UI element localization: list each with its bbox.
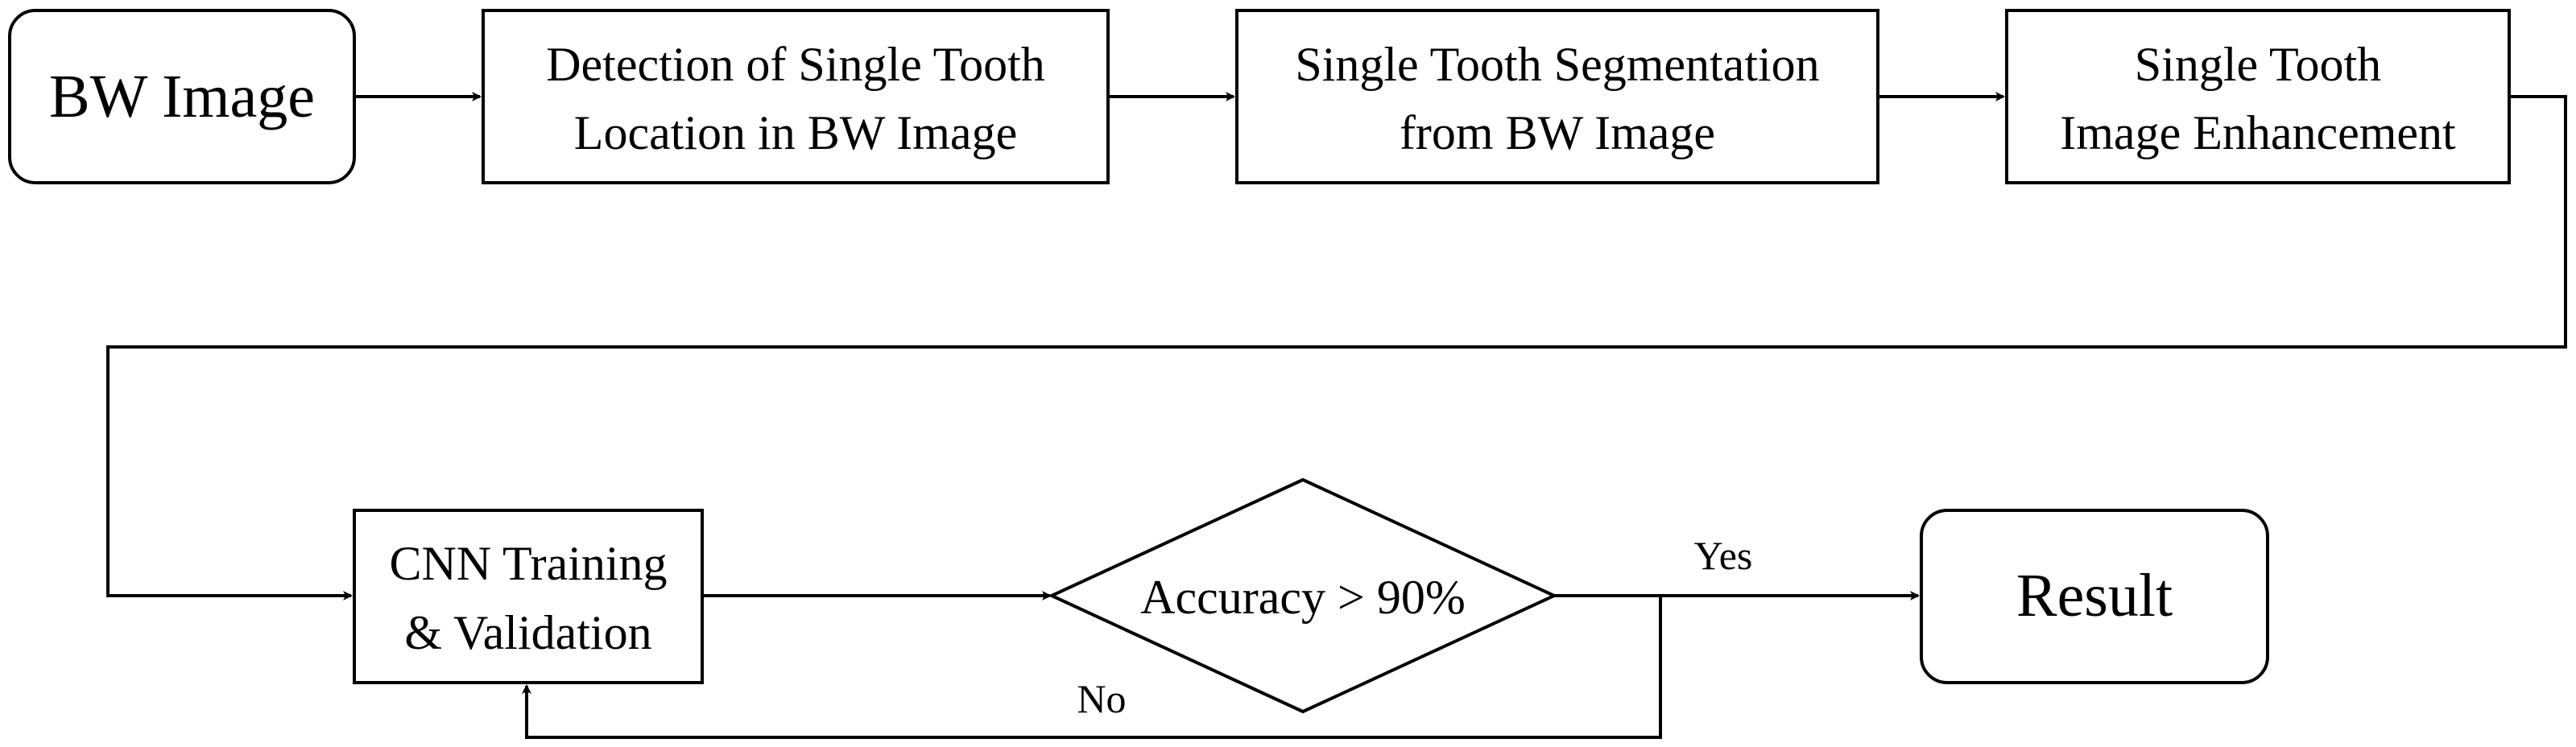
- connector-enhancement-to-cnn: [106, 95, 2567, 600]
- node-result-label: Result: [2016, 562, 2173, 629]
- node-result: Result: [1920, 509, 2269, 684]
- node-segmentation: Single Tooth Segmentation from BW Image: [1235, 9, 1879, 184]
- edge-label-no: No: [1077, 676, 1126, 721]
- node-enhancement: Single Tooth Image Enhancement: [2005, 9, 2511, 184]
- node-bw-image-label: BW Image: [49, 63, 315, 130]
- connector-no-loop: [522, 596, 1662, 739]
- node-decision: Accuracy > 90%: [1048, 477, 1558, 714]
- node-enhancement-line-1: Single Tooth: [2135, 38, 2381, 91]
- node-detection-line-1: Detection of Single Tooth: [546, 38, 1045, 91]
- node-bw-image: BW Image: [8, 9, 356, 184]
- node-detection-line-2: Location in BW Image: [574, 106, 1017, 159]
- node-cnn: CNN Training & Validation: [353, 509, 704, 684]
- node-segmentation-line-2: from BW Image: [1400, 106, 1715, 159]
- node-cnn-line-1: CNN Training: [389, 537, 667, 590]
- node-segmentation-line-1: Single Tooth Segmentation: [1295, 38, 1819, 91]
- node-decision-label: Accuracy > 90%: [1140, 571, 1466, 624]
- connectors: [106, 92, 2567, 739]
- node-cnn-line-2: & Validation: [404, 606, 651, 659]
- node-detection: Detection of Single Tooth Location in BW…: [482, 9, 1110, 184]
- edge-label-yes: Yes: [1694, 533, 1753, 578]
- node-enhancement-line-2: Image Enhancement: [2060, 106, 2456, 159]
